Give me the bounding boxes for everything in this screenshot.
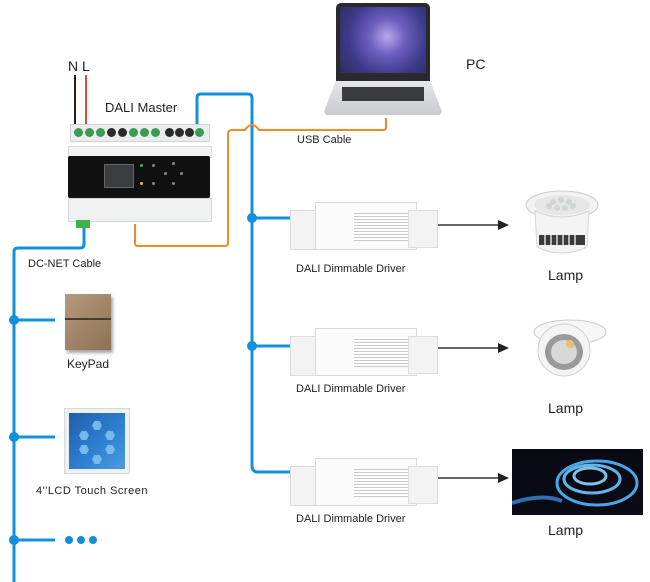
junction-dot bbox=[247, 341, 257, 351]
dali-driver-3 bbox=[290, 458, 438, 506]
junction-dot bbox=[9, 535, 19, 545]
lamp-3-label: Lamp bbox=[548, 522, 584, 538]
master-lcd-screen bbox=[104, 164, 134, 188]
live-label: L bbox=[82, 58, 90, 74]
downlight-icon bbox=[525, 190, 599, 254]
dcnet-cable-label: DC-NET Cable bbox=[28, 258, 102, 270]
master-label: DALI Master bbox=[105, 100, 178, 115]
arrow-driver-2-to-lamp bbox=[433, 343, 509, 353]
driver-1-label: DALI Dimmable Driver bbox=[296, 263, 406, 275]
pc-laptop-icon bbox=[324, 3, 442, 118]
lamp-2-label: Lamp bbox=[548, 400, 584, 416]
dali-bus-line bbox=[195, 92, 292, 474]
usb-cable-label: USB Cable bbox=[297, 134, 352, 146]
usb-cable-line bbox=[134, 118, 387, 247]
spotlight-icon bbox=[533, 319, 607, 377]
junction-dot bbox=[247, 213, 257, 223]
lamp-1-label: Lamp bbox=[548, 267, 584, 283]
arrow-driver-3-to-lamp bbox=[433, 473, 509, 483]
junction-dot bbox=[9, 432, 19, 442]
touch-screen-icon bbox=[64, 408, 130, 474]
dali-driver-1 bbox=[290, 202, 438, 250]
dcnet-bus-line bbox=[12, 228, 86, 582]
touch-screen-label: 4''LCD Touch Screen bbox=[36, 485, 148, 497]
neutral-label: N bbox=[68, 58, 79, 74]
dcnet-connector bbox=[76, 220, 90, 228]
pc-label: PC bbox=[466, 56, 486, 72]
dali-master-device bbox=[68, 124, 212, 230]
driver-2-label: DALI Dimmable Driver bbox=[296, 383, 406, 395]
led-strip-icon bbox=[512, 449, 643, 515]
arrow-driver-1-to-lamp bbox=[433, 220, 509, 230]
driver-3-label: DALI Dimmable Driver bbox=[296, 513, 406, 525]
junction-dot bbox=[9, 315, 19, 325]
keypad-icon bbox=[65, 294, 111, 350]
dali-driver-2 bbox=[290, 328, 438, 376]
keypad-label: KeyPad bbox=[67, 357, 110, 371]
